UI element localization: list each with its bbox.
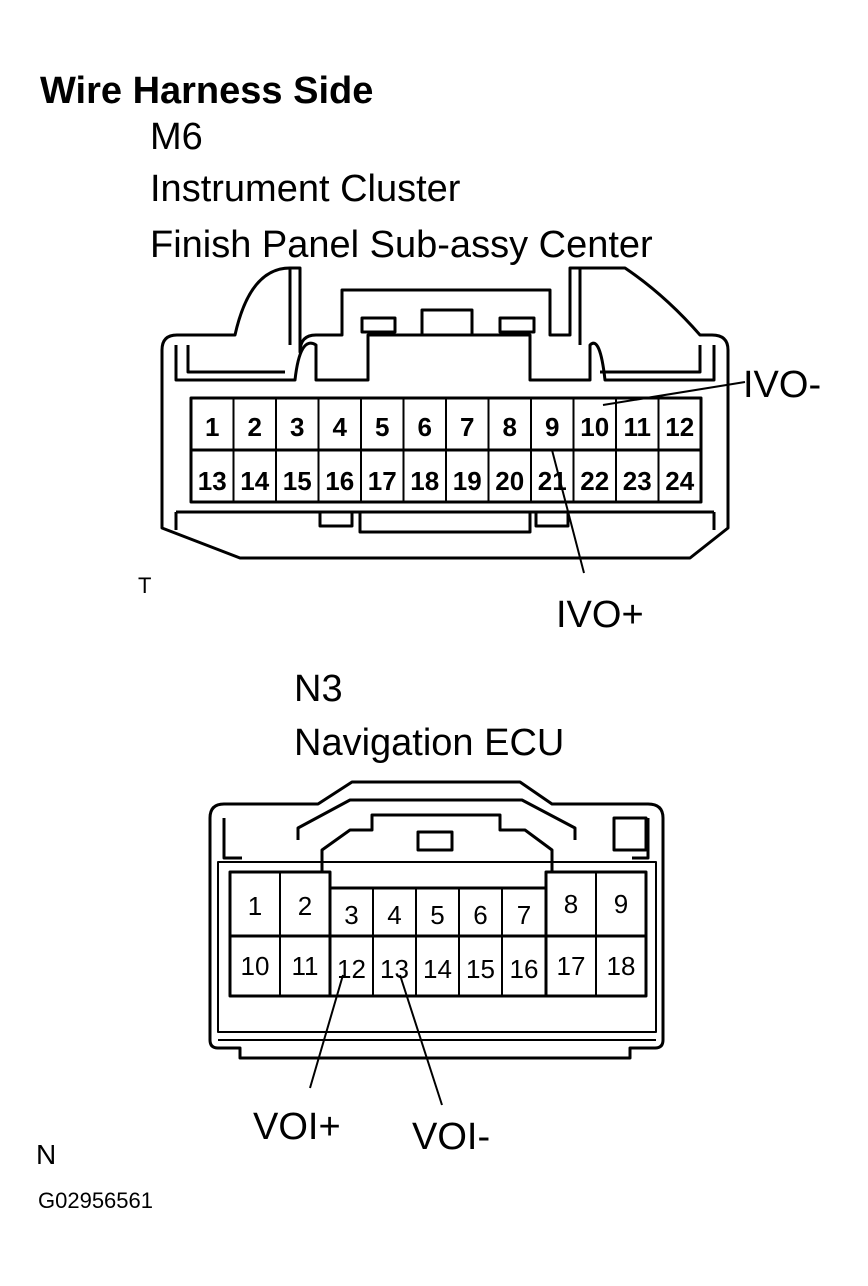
n3-pin-1: 1 xyxy=(248,891,262,921)
m6-pin-8: 8 xyxy=(503,412,517,442)
callout-ivo-plus: IVO+ xyxy=(556,594,644,636)
connector-n3-code: N3 xyxy=(294,668,343,710)
diagram-title: Wire Harness Side xyxy=(40,70,374,112)
n3-pin-17: 17 xyxy=(557,951,586,981)
m6-pin-13: 13 xyxy=(198,466,227,496)
m6-pin-23: 23 xyxy=(623,466,652,496)
connector-m6-name-line1: Instrument Cluster xyxy=(150,168,461,210)
n3-pin-16: 16 xyxy=(510,954,539,984)
m6-pin-16: 16 xyxy=(325,466,354,496)
m6-pin-2: 2 xyxy=(248,412,262,442)
figure-id: G02956561 xyxy=(38,1188,153,1213)
m6-pin-9: 9 xyxy=(545,412,559,442)
m6-pin-24: 24 xyxy=(665,466,694,496)
n3-pin-7: 7 xyxy=(517,900,531,930)
leader-voi-minus xyxy=(399,974,443,1106)
n3-pin-6: 6 xyxy=(473,900,487,930)
m6-pin-11: 11 xyxy=(624,412,652,442)
n3-pin-10: 10 xyxy=(241,951,270,981)
connector-m6-mark: T xyxy=(138,573,152,598)
n3-pin-14: 14 xyxy=(423,954,452,984)
m6-pin-17: 17 xyxy=(368,466,397,496)
n3-pin-9: 9 xyxy=(614,889,628,919)
connector-m6-code: M6 xyxy=(150,116,203,158)
m6-pin-12: 12 xyxy=(665,412,694,442)
n3-pin-15: 15 xyxy=(466,954,495,984)
m6-pin-22: 22 xyxy=(580,466,609,496)
m6-pin-10: 10 xyxy=(580,412,609,442)
leader-voi-plus xyxy=(309,974,344,1089)
m6-pin-14: 14 xyxy=(240,466,269,496)
n3-pin-11: 11 xyxy=(292,951,319,981)
callout-voi-minus: VOI- xyxy=(412,1116,491,1158)
n3-pin-2: 2 xyxy=(298,891,312,921)
m6-pin-5: 5 xyxy=(375,412,389,442)
m6-pin-18: 18 xyxy=(410,466,439,496)
m6-pin-19: 19 xyxy=(453,466,482,496)
n3-pin-4: 4 xyxy=(387,900,401,930)
connector-n3-name: Navigation ECU xyxy=(294,722,565,764)
m6-pin-7: 7 xyxy=(460,412,474,442)
connector-n3-mark: N xyxy=(36,1139,57,1170)
m6-pin-4: 4 xyxy=(333,412,348,442)
n3-pin-5: 5 xyxy=(430,900,444,930)
connector-m6-name-line2: Finish Panel Sub-assy Center xyxy=(150,224,653,266)
callout-voi-plus: VOI+ xyxy=(253,1106,341,1148)
m6-pin-6: 6 xyxy=(418,412,432,442)
n3-pin-8: 8 xyxy=(564,889,578,919)
m6-pin-20: 20 xyxy=(495,466,524,496)
m6-pin-15: 15 xyxy=(283,466,312,496)
n3-pin-18: 18 xyxy=(607,951,636,981)
m6-pin-1: 1 xyxy=(205,412,219,442)
n3-pin-3: 3 xyxy=(344,900,358,930)
m6-pin-3: 3 xyxy=(290,412,304,442)
leader-ivo-minus xyxy=(602,381,746,406)
n3-pin-13: 13 xyxy=(380,954,409,984)
callout-ivo-minus: IVO- xyxy=(743,364,822,406)
leader-ivo-plus xyxy=(551,449,585,574)
